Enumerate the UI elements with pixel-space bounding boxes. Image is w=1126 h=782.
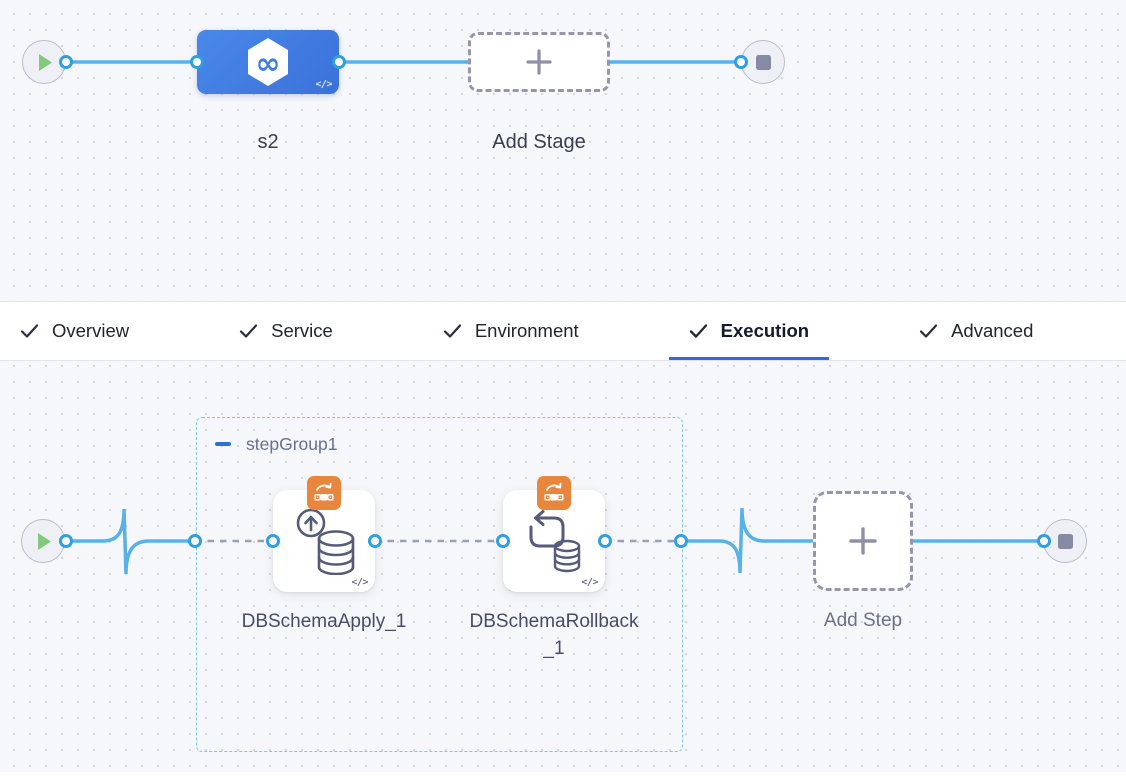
step-group-badge-icon xyxy=(307,476,341,510)
svg-text:∞: ∞ xyxy=(256,47,281,82)
connector-dot[interactable] xyxy=(1037,534,1051,548)
minus-icon xyxy=(215,442,231,446)
connector-dot[interactable] xyxy=(188,534,202,548)
step-name-label: DBSchemaRollback_1 xyxy=(469,611,639,659)
execution-start-node[interactable] xyxy=(21,519,65,563)
code-icon[interactable]: </> xyxy=(581,577,598,588)
play-icon xyxy=(38,53,52,71)
stop-icon xyxy=(1057,533,1073,549)
stage-node-s2[interactable]: ∞ </> xyxy=(197,30,339,94)
connector-dot[interactable] xyxy=(266,534,280,548)
step-group-container[interactable] xyxy=(196,417,683,752)
check-icon xyxy=(443,324,461,338)
tab-label: Execution xyxy=(720,320,810,341)
stage-config-tab-bar: Overview Service Environment Execution A… xyxy=(0,301,1126,361)
connector-dot[interactable] xyxy=(332,55,346,69)
plus-icon xyxy=(526,49,552,75)
tab-advanced[interactable]: Advanced xyxy=(899,302,1053,360)
connector-dot[interactable] xyxy=(598,534,612,548)
check-icon xyxy=(919,324,938,338)
step-node-dbschemaapply[interactable]: </> xyxy=(273,490,375,592)
cd-stage-icon: ∞ xyxy=(248,38,288,86)
tab-label: Service xyxy=(271,320,333,341)
connector-dot[interactable] xyxy=(59,534,73,548)
check-icon xyxy=(689,324,707,338)
add-stage-button[interactable] xyxy=(468,32,610,92)
step-group-name-label[interactable]: stepGroup1 xyxy=(246,434,338,454)
step-group-collapse-button[interactable] xyxy=(213,436,233,452)
execution-graph-canvas: stepGroup1 xyxy=(0,362,1126,782)
check-icon xyxy=(240,324,258,338)
tab-environment[interactable]: Environment xyxy=(423,302,599,360)
add-stage-label: Add Stage xyxy=(492,131,586,153)
add-step-label: Add Step xyxy=(823,610,903,631)
step-group-badge-icon xyxy=(537,476,571,510)
tab-label: Environment xyxy=(474,320,579,341)
tab-label: Overview xyxy=(52,320,130,341)
tab-overview[interactable]: Overview xyxy=(0,302,149,360)
connector-dot[interactable] xyxy=(674,534,688,548)
connector-dot[interactable] xyxy=(368,534,382,548)
connector-dot[interactable] xyxy=(190,55,204,69)
add-step-button[interactable] xyxy=(813,491,913,591)
stage-name-label: s2 xyxy=(257,131,279,153)
connector-dot[interactable] xyxy=(734,55,748,69)
plus-icon xyxy=(849,527,877,555)
pipeline-end-node[interactable] xyxy=(741,40,785,84)
canvas-bottom-edge xyxy=(0,772,1126,782)
code-icon[interactable]: </> xyxy=(351,577,368,588)
tab-service[interactable]: Service xyxy=(219,302,353,360)
check-icon xyxy=(20,324,39,338)
tab-label: Advanced xyxy=(951,320,1034,341)
step-name-label: DBSchemaApply_1 xyxy=(241,611,407,632)
code-icon[interactable]: </> xyxy=(315,79,332,90)
db-schema-apply-icon xyxy=(296,508,355,575)
db-schema-rollback-icon xyxy=(529,510,581,573)
play-icon xyxy=(37,532,51,550)
pipeline-start-node[interactable] xyxy=(22,40,66,84)
tab-execution[interactable]: Execution xyxy=(669,302,829,360)
stop-icon xyxy=(755,54,771,70)
connector-dot[interactable] xyxy=(496,534,510,548)
connector-dot[interactable] xyxy=(59,55,73,69)
